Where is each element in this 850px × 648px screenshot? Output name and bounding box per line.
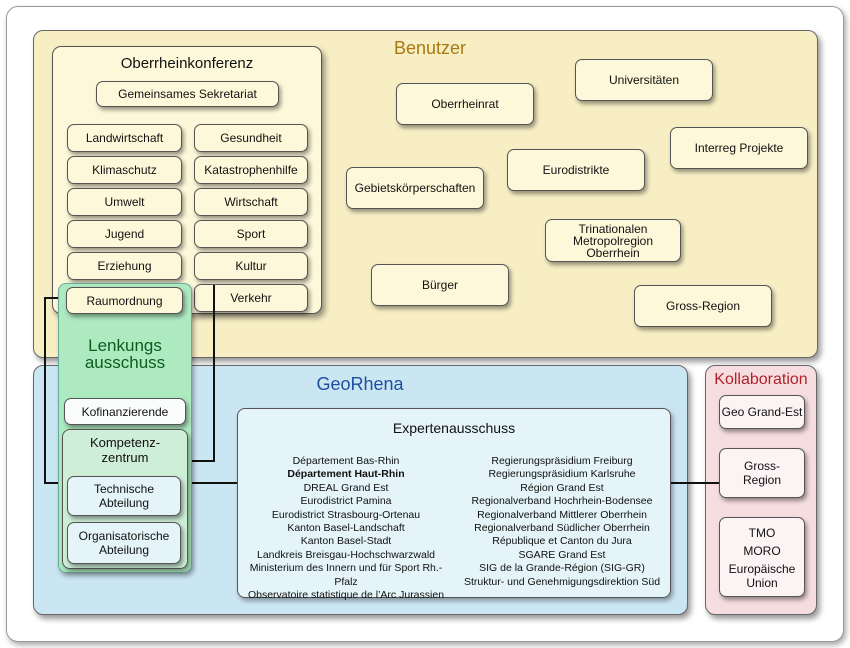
tmo-moro-eu-box: TMO MORO Europäische Union (719, 517, 805, 597)
expertenausschuss-title: Expertenausschuss (392, 420, 516, 436)
expert-member: SIG de la Grande-Région (SIG-GR) (479, 562, 645, 575)
expert-member: Kanton Basel-Landschaft (287, 522, 405, 535)
expert-member: DREAL Grand Est (303, 481, 389, 494)
buerger-box: Bürger (371, 264, 509, 306)
trinationale-line-1: Trinationalen (578, 221, 648, 236)
box-katastrophenhilfe: Katastrophenhilfe (194, 156, 308, 184)
oberrheinkonferenz-title: Oberrheinkonferenz (120, 55, 254, 72)
connector-line (190, 460, 215, 462)
benutzer-title: Benutzer (393, 38, 467, 58)
gebietskoerperschaften-box: Gebietskörperschaften (346, 167, 484, 209)
expertenausschuss-left-column: Département Bas-Rhin Département Haut-Rh… (240, 455, 452, 602)
moro-label: MORO (743, 544, 781, 558)
expert-member: Landkreis Breisgau-Hochschwarzwald (257, 548, 435, 561)
expert-member: SGARE Grand Est (518, 548, 606, 561)
box-kultur: Kultur (194, 252, 308, 280)
expert-member: Regierungspräsidium Karlsruhe (488, 468, 636, 481)
connector-line (671, 482, 719, 484)
trinationale-metropolregion-box: Trinationalen Metropolregion Oberrhein (545, 219, 681, 262)
lenkungsausschuss-title: Lenkungs ausschuss (58, 337, 192, 371)
expert-member: Région Grand Est (520, 481, 604, 494)
kompetenzzentrum-title-line-1: Kompetenz- (89, 435, 161, 450)
box-sport: Sport (194, 220, 308, 248)
trinationale-line-2: Metropolregion (572, 233, 654, 248)
oberrheinrat-box: Oberrheinrat (396, 83, 534, 125)
universitaeten-box: Universitäten (575, 59, 713, 101)
expertenausschuss-panel (237, 408, 671, 598)
expert-member: Regionalverband Mittlerer Oberrhein (477, 508, 647, 521)
lenkungsausschuss-title-line-2: ausschuss (84, 353, 166, 372)
geo-grand-est-box: Geo Grand-Est (719, 395, 805, 429)
expert-member: Observatoire statistique de l’Arc Jurass… (247, 589, 445, 602)
tmo-label: TMO (748, 526, 776, 540)
expert-member: Département Haut-Rhin (287, 468, 405, 481)
expert-member: Regionalverband Hochrhein-Bodensee (471, 495, 653, 508)
lenkungsausschuss-title-line-1: Lenkungs (88, 336, 162, 355)
sekretariat-box: Gemeinsames Sekretariat (96, 81, 279, 107)
expertenausschuss-right-column: Regierungspräsidium Freiburg Regierungsp… (455, 455, 669, 589)
georhena-title: GeoRhena (316, 374, 404, 394)
box-verkehr: Verkehr (194, 284, 308, 312)
expert-member: Eurodistrict Pamina (300, 495, 392, 508)
box-gesundheit: Gesundheit (194, 124, 308, 152)
box-wirtschaft: Wirtschaft (194, 188, 308, 216)
raumordnung-box: Raumordnung (66, 287, 183, 314)
expert-member: Département Bas-Rhin (292, 455, 400, 467)
expert-member: Eurodistrict Strasbourg-Ortenau (271, 508, 421, 521)
expert-member: Regierungspräsidium Freiburg (491, 455, 633, 467)
connector-line (44, 297, 58, 299)
expert-member: Regionalverband Südlicher Oberrhein (474, 522, 650, 535)
connector-line (44, 482, 68, 484)
box-umwelt: Umwelt (67, 188, 182, 216)
eu-line-1: Europäische (728, 562, 796, 576)
eurodistrikte-box: Eurodistrikte (507, 149, 645, 191)
expert-member: Ministerium des Innern und für Sport Rh.… (249, 562, 443, 588)
kompetenzzentrum-title-line-2: zentrum (101, 450, 149, 465)
expert-member: Struktur- und Genehmigungsdirektion Süd (463, 575, 661, 588)
box-jugend: Jugend (67, 220, 182, 248)
connector-line (213, 285, 215, 462)
gross-region-line-1: Gross- (744, 459, 780, 473)
technische-abteilung-line-2: Abteilung (98, 496, 150, 510)
gross-region-line-2: Region (742, 473, 782, 487)
organisatorische-abteilung-line-2: Abteilung (98, 543, 150, 557)
technische-abteilung-box: Technische Abteilung (67, 476, 181, 516)
expert-member: République et Canton du Jura (492, 535, 632, 548)
trinationale-line-3: Oberrhein (586, 245, 640, 260)
kollaboration-title: Kollaboration (714, 371, 808, 388)
kofinanzierende-box: Kofinanzierende (64, 398, 186, 425)
box-erziehung: Erziehung (67, 252, 182, 280)
gross-region-box: Gross-Region (634, 285, 772, 327)
gross-region-kollab-box: Gross- Region (719, 448, 805, 498)
connector-line (44, 297, 46, 484)
kompetenzzentrum-title: Kompetenz- zentrum (62, 435, 188, 465)
box-landwirtschaft: Landwirtschaft (67, 124, 182, 152)
technische-abteilung-line-1: Technische (93, 482, 155, 496)
box-klimaschutz: Klimaschutz (67, 156, 182, 184)
interreg-projekte-box: Interreg Projekte (670, 127, 808, 169)
expert-member: Kanton Basel-Stadt (300, 535, 392, 548)
eu-line-2: Union (746, 576, 778, 590)
organisatorische-abteilung-box: Organisatorische Abteilung (67, 522, 181, 564)
organisatorische-abteilung-line-1: Organisatorische (78, 529, 170, 543)
connector-line (182, 482, 238, 484)
